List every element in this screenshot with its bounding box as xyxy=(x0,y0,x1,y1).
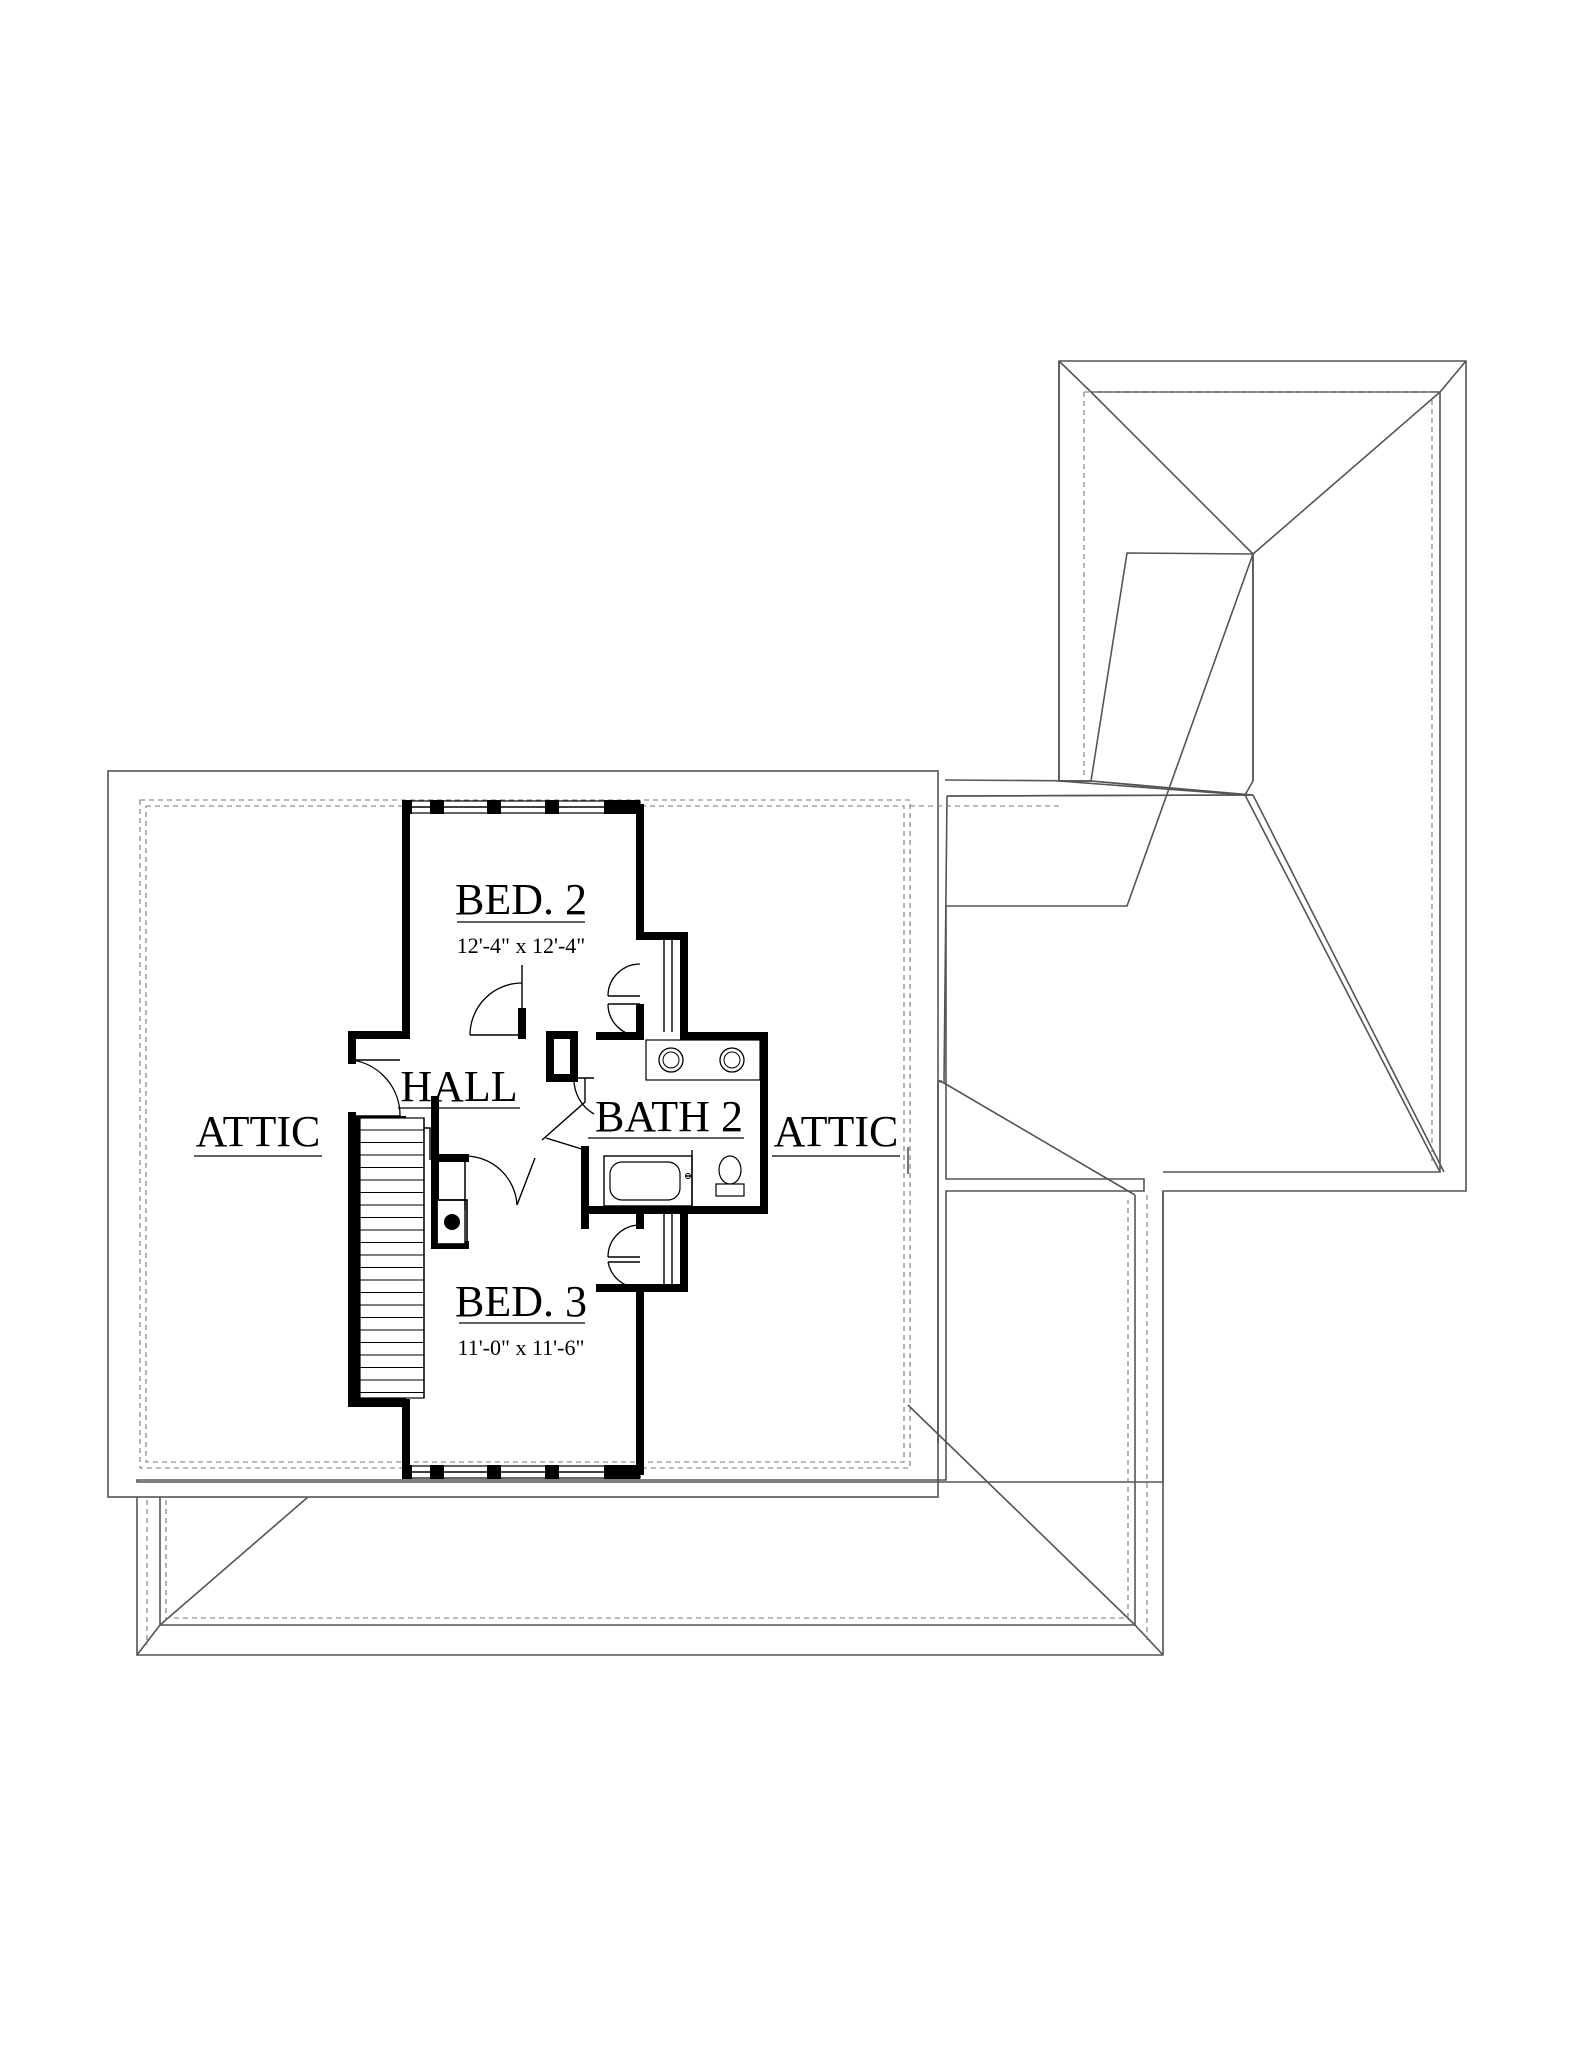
windows xyxy=(402,800,641,1479)
bed2-name: BED. 2 xyxy=(455,875,587,924)
staircase xyxy=(352,1116,431,1403)
bed2-closet-door xyxy=(607,940,673,1037)
bed3-closet-door xyxy=(607,1214,673,1289)
doors xyxy=(351,940,673,1289)
toilet xyxy=(715,1155,745,1197)
bed3-window xyxy=(402,1465,641,1479)
bathtub xyxy=(603,1150,693,1210)
stair-treads xyxy=(360,1129,424,1393)
attic-door-left xyxy=(351,1059,401,1117)
bath2-name: BATH 2 xyxy=(595,1092,743,1141)
bed3-dims: 11'-0" x 11'-6" xyxy=(458,1335,585,1360)
bed2-door xyxy=(469,965,523,1036)
bath2-door xyxy=(541,1078,586,1151)
bed3-door xyxy=(464,1155,536,1210)
bed3-name: BED. 3 xyxy=(455,1277,587,1326)
bed2-window xyxy=(402,800,641,814)
flue xyxy=(436,1157,468,1246)
bath-fixtures xyxy=(603,1039,761,1210)
roof-outline xyxy=(107,360,1467,1656)
hall-name: HALL xyxy=(400,1062,517,1111)
attic-left-name: ATTIC xyxy=(196,1107,321,1156)
vanity xyxy=(645,1039,761,1081)
attic-right-name: ATTIC xyxy=(774,1107,899,1156)
room-labels: BED. 2 12'-4" x 12'-4" BED. 3 11'-0" x 1… xyxy=(194,875,900,1360)
bed2-dims: 12'-4" x 12'-4" xyxy=(457,933,586,958)
hall-closet-door xyxy=(573,1077,595,1115)
